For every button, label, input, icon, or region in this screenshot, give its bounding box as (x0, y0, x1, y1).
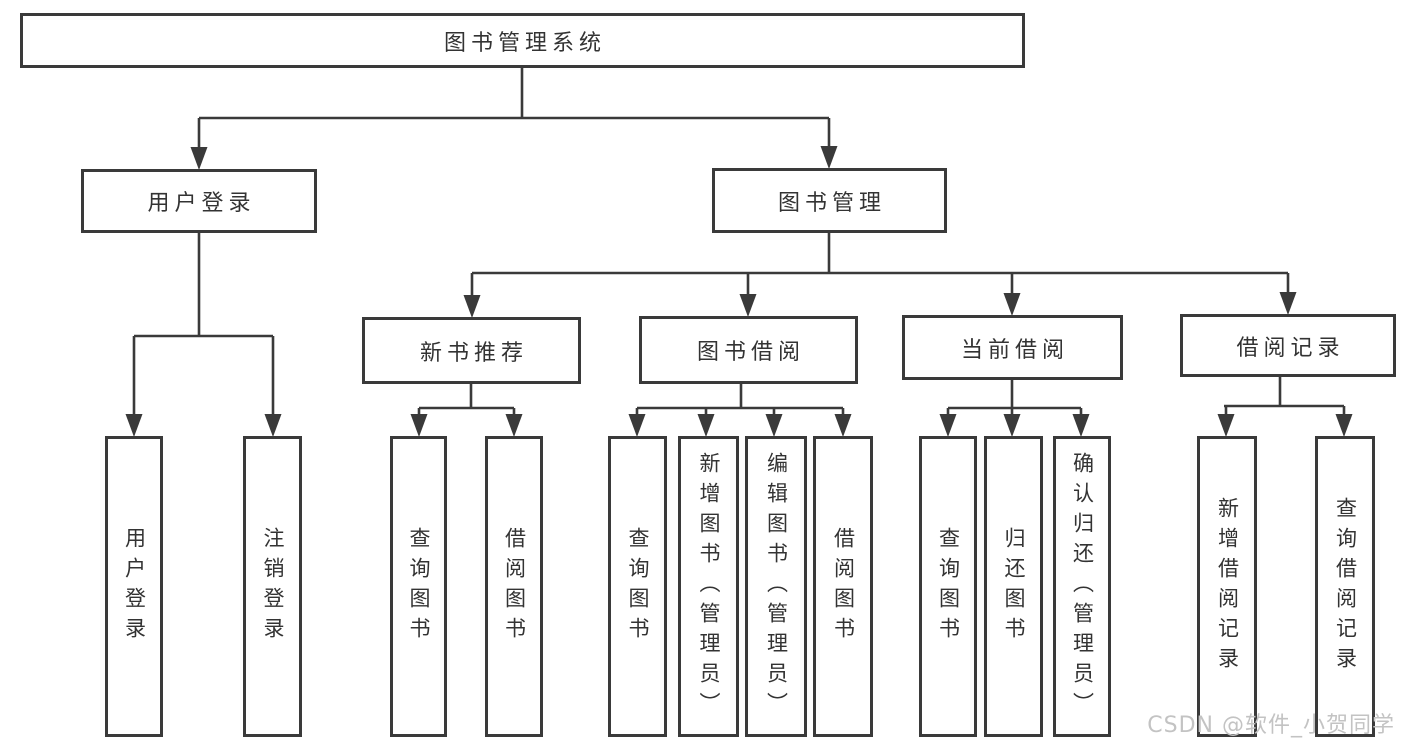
leaf-borrow-books-recommend: 借阅图书 (485, 436, 543, 737)
leaf-label: 新增图书（管理员） (697, 451, 721, 722)
leaf-label: 查询图书 (626, 526, 650, 647)
leaf-query-books-recommend: 查询图书 (390, 436, 447, 737)
leaf-label: 查询图书 (936, 526, 961, 647)
leaf-label: 注销登录 (261, 526, 285, 647)
leaf-label: 查询借阅记录 (1333, 496, 1358, 677)
node-book-borrowing: 图书借阅 (639, 316, 858, 384)
csdn-watermark: CSDN @软件_小贺同学 (1147, 713, 1395, 738)
leaf-label: 新增借阅记录 (1215, 496, 1240, 677)
leaf-borrow-books: 借阅图书 (813, 436, 873, 737)
node-new-book-recommendation: 新书推荐 (362, 317, 581, 384)
leaf-label: 用户登录 (122, 526, 147, 647)
leaf-label: 归还图书 (1002, 526, 1026, 647)
leaf-query-books-current: 查询图书 (919, 436, 977, 737)
leaf-label: 借阅图书 (502, 526, 527, 647)
node-borrowing-records: 借阅记录 (1180, 314, 1396, 377)
node-library-management-system: 图书管理系统 (20, 13, 1025, 68)
leaf-edit-books-admin: 编辑图书（管理员） (745, 436, 807, 737)
leaf-label: 编辑图书（管理员） (764, 451, 789, 722)
leaf-logout: 注销登录 (243, 436, 302, 737)
leaf-label: 确认归还（管理员） (1070, 451, 1095, 722)
leaf-query-borrow-record: 查询借阅记录 (1315, 436, 1375, 737)
leaf-confirm-return-admin: 确认归还（管理员） (1053, 436, 1111, 737)
leaf-label: 借阅图书 (831, 526, 856, 647)
leaf-query-books-borrowing: 查询图书 (608, 436, 667, 737)
node-user-login: 用户登录 (81, 169, 317, 233)
leaf-add-books-admin: 新增图书（管理员） (678, 436, 739, 737)
node-book-management: 图书管理 (712, 168, 947, 233)
leaf-user-login: 用户登录 (105, 436, 163, 737)
leaf-label: 查询图书 (407, 526, 431, 647)
leaf-return-books: 归还图书 (984, 436, 1043, 737)
node-current-borrowing: 当前借阅 (902, 315, 1123, 380)
leaf-add-borrow-record: 新增借阅记录 (1197, 436, 1257, 737)
